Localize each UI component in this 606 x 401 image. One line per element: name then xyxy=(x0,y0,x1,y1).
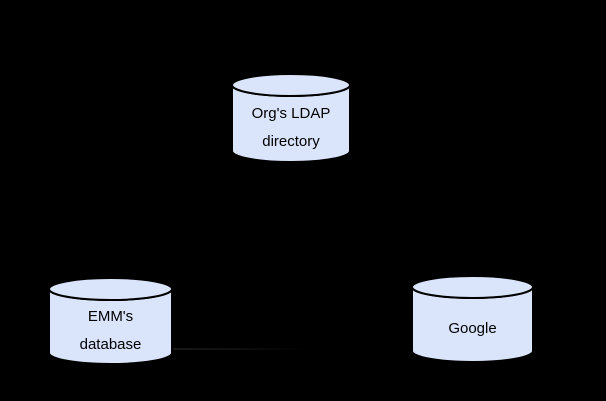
node-google: Google xyxy=(411,275,534,363)
node-label: Org's LDAP directory xyxy=(231,95,351,161)
node-label-line: database xyxy=(79,336,142,353)
database-cylinder-icon xyxy=(48,277,173,365)
node-label-line: Org's LDAP xyxy=(251,105,331,122)
database-cylinder-icon xyxy=(411,275,534,363)
node-label-line: directory xyxy=(262,133,320,150)
node-emms-database: EMM's database xyxy=(48,277,173,365)
faint-connector-line xyxy=(173,348,412,350)
node-label: Google xyxy=(411,297,534,361)
node-label-line: EMM's xyxy=(87,308,134,325)
node-label: EMM's database xyxy=(48,299,173,363)
node-label-line: Google xyxy=(448,320,497,337)
node-orgs-ldap-directory: Org's LDAP directory xyxy=(231,73,351,163)
database-cylinder-icon xyxy=(231,73,351,163)
